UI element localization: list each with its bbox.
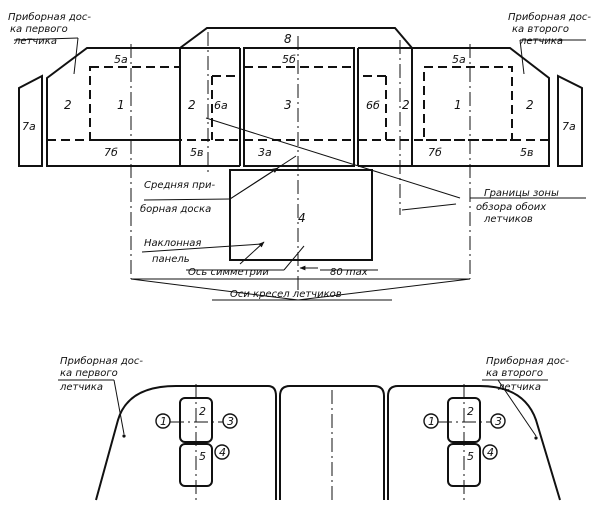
zone-3a: 3а xyxy=(258,146,272,159)
zone-1-right: 1 xyxy=(454,98,462,112)
zone-3: 3 xyxy=(284,98,292,112)
zone-5a-left: 5а xyxy=(114,53,128,66)
arrows xyxy=(229,167,318,271)
panel-first-line1: Приборная дос- xyxy=(8,11,91,23)
label-panel-second-top: Приборная дос- ка второго летчика xyxy=(508,11,591,47)
bottom-panel-first-line2: ка первого xyxy=(60,368,118,379)
center-panel-outline xyxy=(243,47,355,167)
zone-5v-left: 5в xyxy=(190,146,203,159)
left-marker-2: 2 xyxy=(199,405,206,418)
bottom-circle-markers xyxy=(155,413,506,460)
left-marker-3: 3 xyxy=(227,415,234,428)
leader-lines xyxy=(13,37,586,301)
bottom-panel-second-line3: летчика xyxy=(497,382,541,393)
zone-2-left-outer: 2 xyxy=(64,98,72,112)
panel-second-line2: ка второго xyxy=(512,24,569,35)
middle-panel-line2: борная доска xyxy=(140,203,211,215)
zone-5b-center: 5б xyxy=(282,53,296,66)
panel-first-line3: летчика xyxy=(13,36,57,47)
left-side-panel-7a xyxy=(18,74,43,167)
bottom-center-panel xyxy=(279,385,385,500)
zone-7b-right: 7б xyxy=(428,146,442,159)
view-zone-line1: Границы зоны xyxy=(484,188,559,199)
left-marker-5: 5 xyxy=(199,450,206,463)
inclined-panel-line1: Наклонная xyxy=(144,238,201,249)
zone-7a-right: 7а xyxy=(562,120,576,133)
zone-7a-left: 7а xyxy=(22,120,36,133)
right-panel-outline xyxy=(411,47,550,167)
label-seat-axes: Оси кресел летчиков xyxy=(230,289,342,300)
label-panel-first-top: Приборная дос- ка первого летчика xyxy=(8,11,91,47)
zone-8-outline xyxy=(179,27,413,49)
inclined-panel-4 xyxy=(229,169,373,261)
zone-6b: 6б xyxy=(366,99,380,112)
view-zone-line3: летчиков xyxy=(483,214,533,225)
right-marker-5: 5 xyxy=(467,450,474,463)
label-dimension: 80 max xyxy=(330,267,368,278)
left-leader-dot xyxy=(122,434,126,438)
zone-4: 4 xyxy=(298,211,306,225)
inclined-panel-line2: панель xyxy=(152,254,190,265)
zone-2-left-inner: 2 xyxy=(188,98,196,112)
right-marker-1: 1 xyxy=(428,415,435,428)
zone-2-right-inner: 2 xyxy=(402,98,410,112)
bottom-diagram xyxy=(95,385,561,501)
bottom-left-panel xyxy=(95,385,277,501)
label-view-zone: Границы зоны обзора обоих летчиков xyxy=(476,188,559,225)
middle-panel-line1: Средняя при- xyxy=(144,180,216,191)
label-middle-panel: Средняя при- борная доска xyxy=(140,180,216,215)
label-panel-first-bottom: Приборная дос- ка первого летчика xyxy=(59,355,143,393)
right-leader-dot xyxy=(534,436,538,440)
zone-7b-left: 7б xyxy=(104,146,118,159)
panel-second-line3: летчика xyxy=(519,36,563,47)
zone-8: 8 xyxy=(284,32,292,46)
zone-5a-right: 5а xyxy=(452,53,466,66)
zone-labels: 8 5а 5б 5а 7а 2 1 2 6а 3 6б 2 1 2 7а 7б … xyxy=(22,32,576,225)
label-inclined-panel: Наклонная панель xyxy=(144,238,201,265)
bottom-right-panel xyxy=(387,385,561,501)
zone-1-left: 1 xyxy=(117,98,125,112)
top-diagram xyxy=(18,27,583,280)
panel-first-line2: ка первого xyxy=(10,24,68,35)
bottom-panel-second-line2: ка второго xyxy=(486,368,543,379)
right-side-panel-7a xyxy=(557,74,583,167)
bottom-panel-first-line3: летчика xyxy=(59,382,103,393)
right-marker-3: 3 xyxy=(495,415,502,428)
left-marker-1: 1 xyxy=(160,415,167,428)
label-panel-second-bottom: Приборная дос- ка второго летчика xyxy=(486,355,569,393)
left-markers: 1 2 3 5 4 xyxy=(160,405,234,463)
right-marker-4: 4 xyxy=(487,446,494,459)
bottom-axis-lines xyxy=(170,384,492,500)
bottom-panel-first-line1: Приборная дос- xyxy=(60,355,143,367)
bottom-panel-second-line1: Приборная дос- xyxy=(486,355,569,367)
bottom-leader-lines xyxy=(58,379,548,437)
zone-5v-right: 5в xyxy=(520,146,533,159)
left-marker-4: 4 xyxy=(219,446,226,459)
panel-second-line1: Приборная дос- xyxy=(508,11,591,23)
view-zone-line2: обзора обоих xyxy=(476,201,546,213)
right-marker-2: 2 xyxy=(467,405,474,418)
label-symmetry-axis: Ось симметрии xyxy=(188,267,269,278)
zone-6a: 6а xyxy=(214,99,228,112)
zone-2-right-outer: 2 xyxy=(526,98,534,112)
right-markers: 1 2 3 5 4 xyxy=(428,405,502,463)
axis-lines xyxy=(130,32,471,290)
